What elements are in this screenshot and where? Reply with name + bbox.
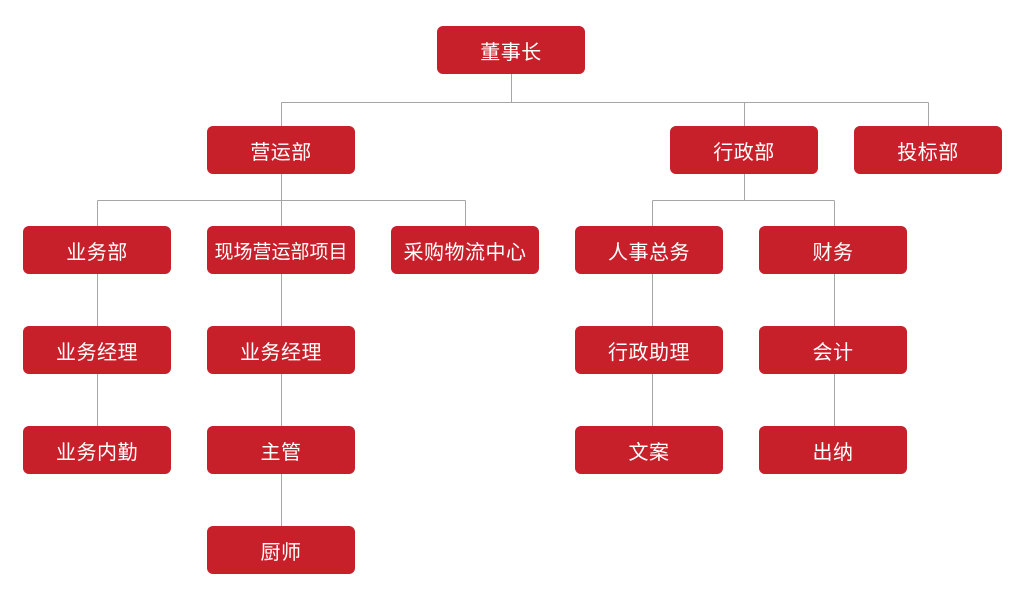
node-admin-assistant: 行政助理 [575,326,723,374]
node-site-business-manager: 业务经理 [207,326,355,374]
node-business-internal: 业务内勤 [23,426,171,474]
node-supervisor: 主管 [207,426,355,474]
node-purchasing-logistics-center: 采购物流中心 [391,226,539,274]
node-cashier: 出纳 [759,426,907,474]
node-hr-general-affairs: 人事总务 [575,226,723,274]
node-chairman: 董事长 [437,26,585,74]
node-site-operations-project: 现场营运部项目 [207,226,355,274]
node-finance: 财务 [759,226,907,274]
node-business-department: 业务部 [23,226,171,274]
node-administration-department: 行政部 [670,126,818,174]
node-operations-department: 营运部 [207,126,355,174]
node-clerk: 文案 [575,426,723,474]
node-accountant: 会计 [759,326,907,374]
node-chef: 厨师 [207,526,355,574]
node-business-manager: 业务经理 [23,326,171,374]
node-bidding-department: 投标部 [854,126,1002,174]
